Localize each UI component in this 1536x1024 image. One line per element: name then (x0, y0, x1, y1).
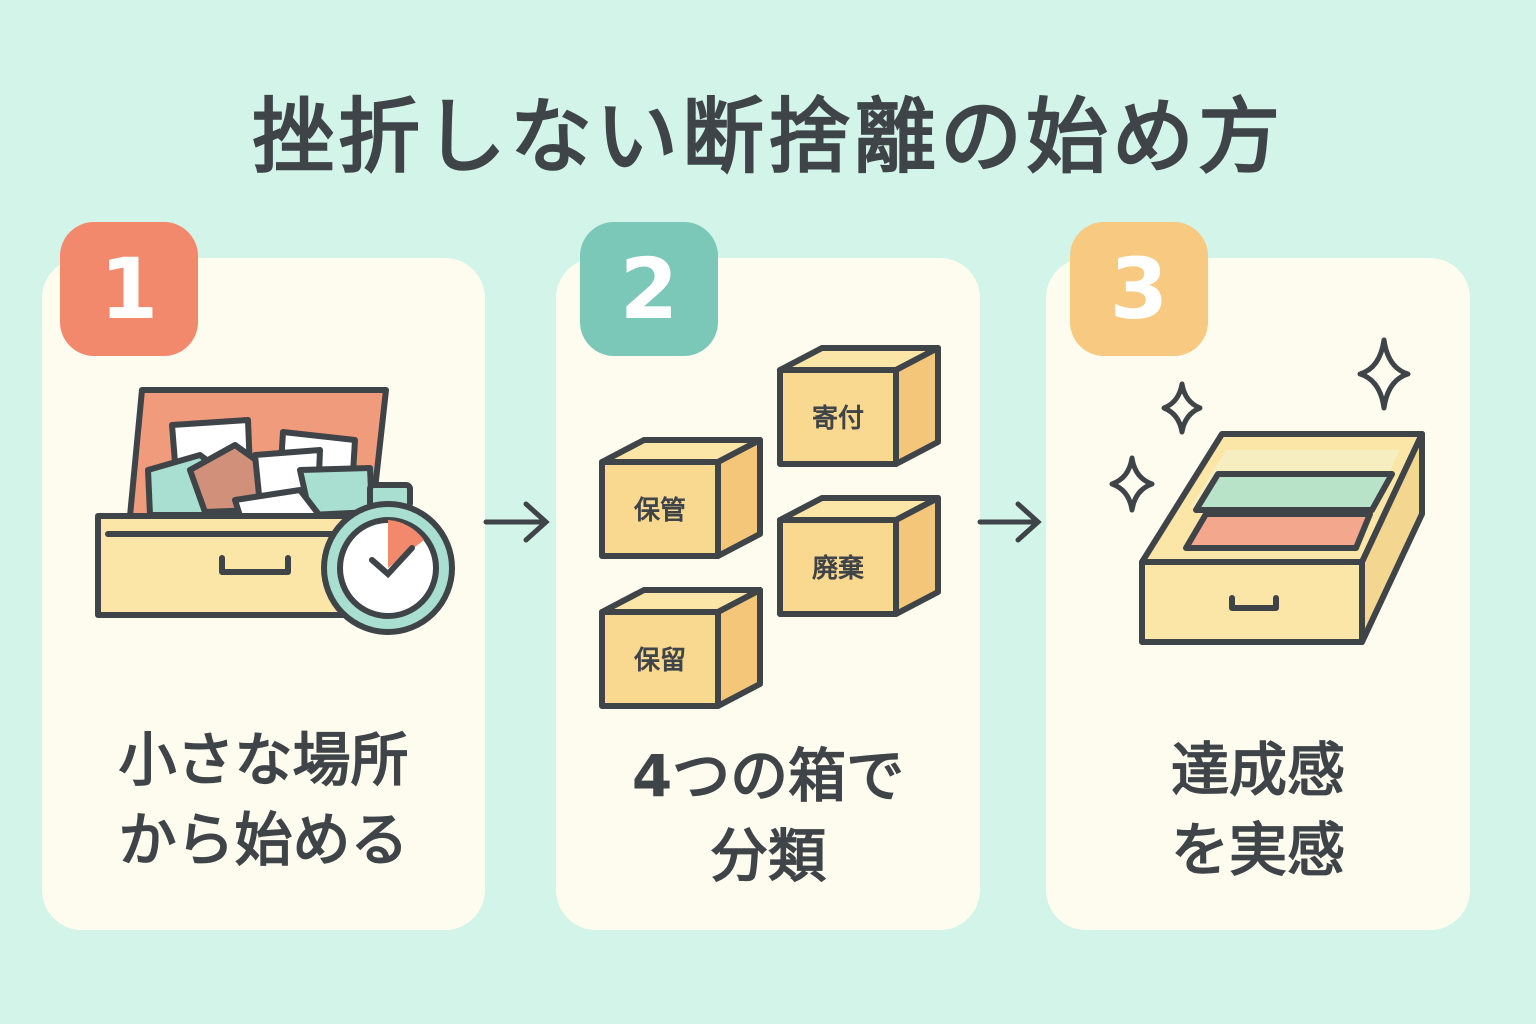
box-label-keep: 保管 (633, 496, 686, 526)
step-label-line: から始める (118, 806, 409, 874)
messy-drawer-icon (95, 387, 403, 618)
sparkle-icon (1357, 337, 1411, 411)
tidy-drawer-icon (1139, 431, 1425, 645)
step-badge-3: 3 (1070, 222, 1208, 356)
box-label-hold: 保留 (633, 646, 686, 676)
stopwatch-icon (321, 482, 455, 635)
step-label-2: 4つの箱で 分類 (556, 736, 980, 896)
arrow-right-icon (483, 501, 550, 543)
cardboard-box-icon (777, 345, 941, 467)
step-badge-1: 1 (60, 222, 198, 356)
cardboard-box-icon (777, 495, 941, 617)
sparkle-icon (1161, 381, 1203, 435)
cardboard-box-icon (599, 587, 763, 709)
step-label-line: を実感 (1170, 816, 1345, 884)
arrow-right-icon (977, 501, 1042, 543)
step-label-1: 小さな場所 から始める (42, 720, 485, 880)
sparkle-icon (1109, 455, 1155, 513)
step-label-line: 小さな場所 (118, 726, 409, 794)
step-label-3: 達成感 を実感 (1046, 730, 1470, 890)
step-label-line: 分類 (709, 822, 826, 890)
step-badge-2: 2 (580, 222, 718, 356)
box-label-donate: 寄付 (812, 403, 864, 434)
step-label-line: 4つの箱で (631, 742, 905, 810)
page-title: 挫折しない断捨離の始め方 (251, 90, 1284, 185)
cardboard-box-icon (599, 437, 763, 559)
step-label-line: 達成感 (1170, 736, 1345, 804)
box-label-discard: 廃棄 (812, 553, 865, 584)
